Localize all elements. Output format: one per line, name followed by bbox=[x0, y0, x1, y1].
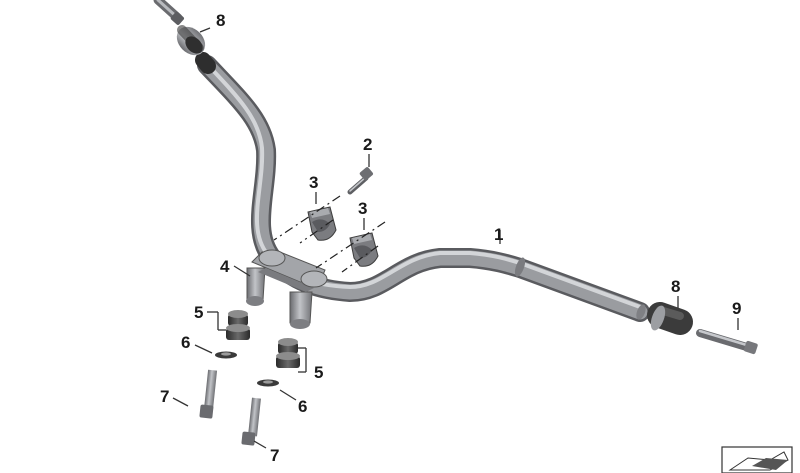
callout-8-top: 8 bbox=[216, 11, 225, 30]
callout-8-right: 8 bbox=[671, 277, 680, 296]
callout-5-left: 5 bbox=[194, 303, 203, 322]
bar-end-screw-right bbox=[696, 329, 758, 355]
right-bushing-stack bbox=[241, 338, 300, 446]
callout-6-left: 6 bbox=[181, 333, 190, 352]
callout-7-left: 7 bbox=[160, 387, 169, 406]
callout-3-lower: 3 bbox=[358, 199, 367, 218]
bar-end-screw-top bbox=[153, 0, 184, 25]
callout-9: 9 bbox=[732, 299, 741, 318]
clamp-upper bbox=[307, 206, 337, 241]
callout-4: 4 bbox=[220, 257, 230, 276]
assembly-centerlines bbox=[273, 195, 386, 273]
callout-3-upper: 3 bbox=[309, 173, 318, 192]
callout-1: 1 bbox=[494, 225, 503, 244]
leader-lines bbox=[172, 27, 739, 449]
callout-2: 2 bbox=[363, 135, 372, 154]
callouts: 1 2 3 3 4 5 5 6 6 7 7 8 8 9 bbox=[160, 11, 741, 465]
callout-7-right: 7 bbox=[270, 446, 279, 465]
handlebar-riser bbox=[246, 249, 328, 329]
left-bushing-stack bbox=[199, 310, 250, 419]
callout-5-right: 5 bbox=[314, 363, 323, 382]
handlebar bbox=[195, 52, 650, 322]
clamp-lower bbox=[349, 232, 379, 267]
callout-6-right: 6 bbox=[298, 397, 307, 416]
exploded-view-icon bbox=[721, 446, 793, 473]
screw bbox=[347, 167, 373, 195]
bar-end-weight-top bbox=[176, 25, 206, 56]
bar-end-weight-right bbox=[647, 302, 693, 335]
